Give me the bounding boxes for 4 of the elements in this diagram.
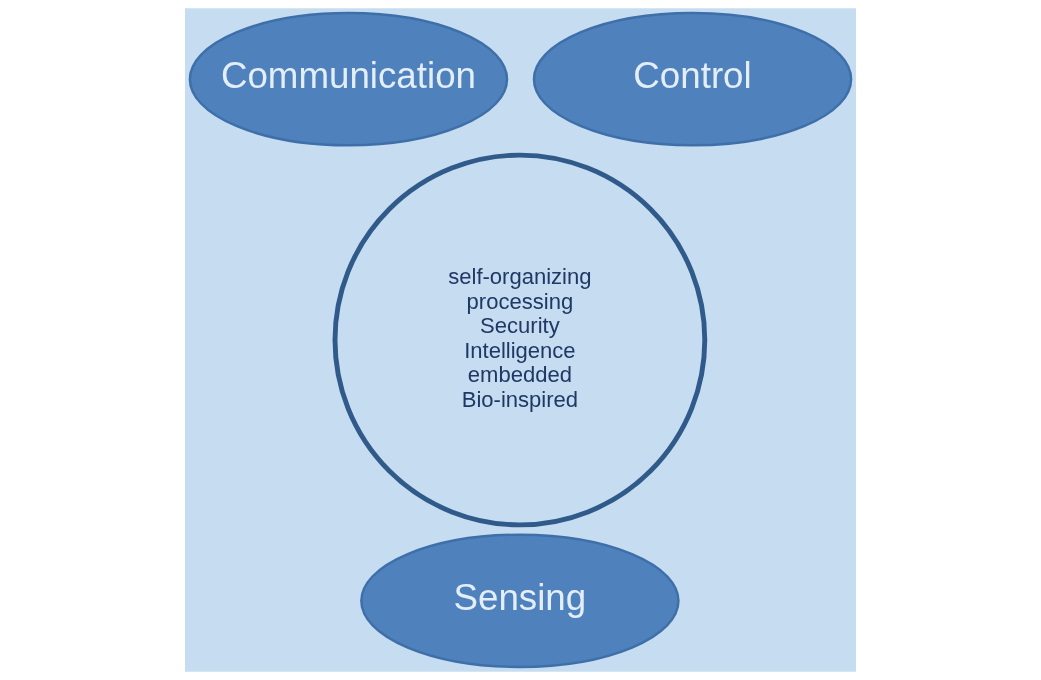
node-ellipse: Communication [188, 11, 509, 147]
node-ellipse: Control [532, 11, 853, 147]
node-ellipse: Sensing [360, 533, 680, 669]
node-circle: self-organizing processing Security Intelligence embedded Bio-inspired [332, 152, 708, 528]
